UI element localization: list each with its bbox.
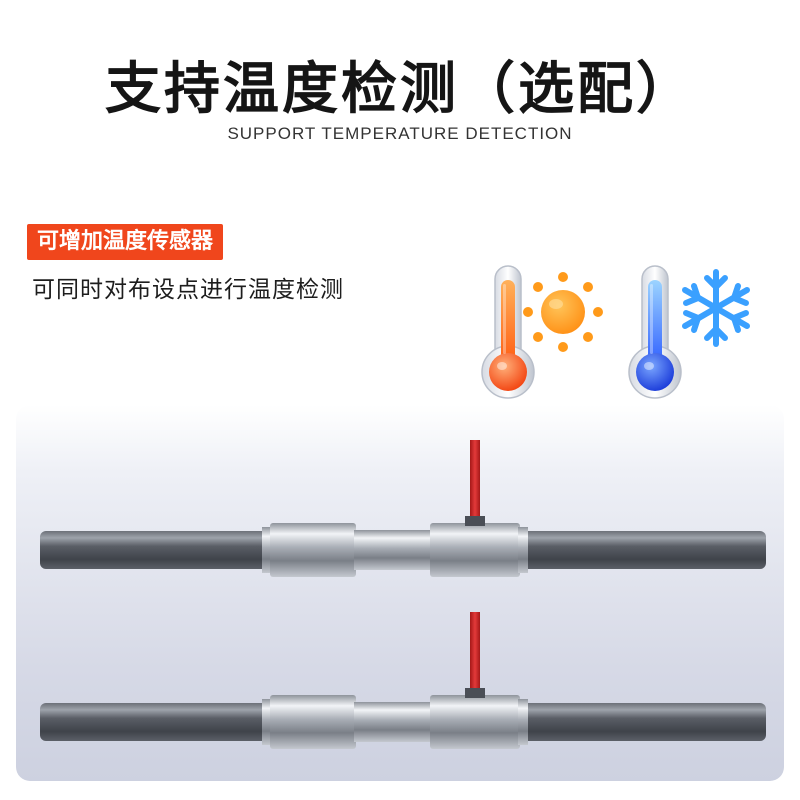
sensor-rod-1 bbox=[40, 440, 766, 577]
thermometer-hot-icon bbox=[481, 265, 535, 399]
sun-icon bbox=[523, 272, 603, 352]
sensor-rod-illustration bbox=[40, 440, 766, 749]
page-title: 支持温度检测（选配） bbox=[105, 57, 695, 122]
feature-description: 可同时对布设点进行温度检测 bbox=[32, 277, 344, 303]
feature-badge: 可增加温度传感器 bbox=[27, 224, 224, 260]
snowflake-icon bbox=[682, 269, 750, 347]
thermometer-cold-icon bbox=[628, 265, 682, 399]
page-subtitle: SUPPORT TEMPERATURE DETECTION bbox=[227, 124, 573, 143]
temperature-icons bbox=[481, 265, 750, 399]
sensor-rod-2 bbox=[40, 612, 766, 749]
